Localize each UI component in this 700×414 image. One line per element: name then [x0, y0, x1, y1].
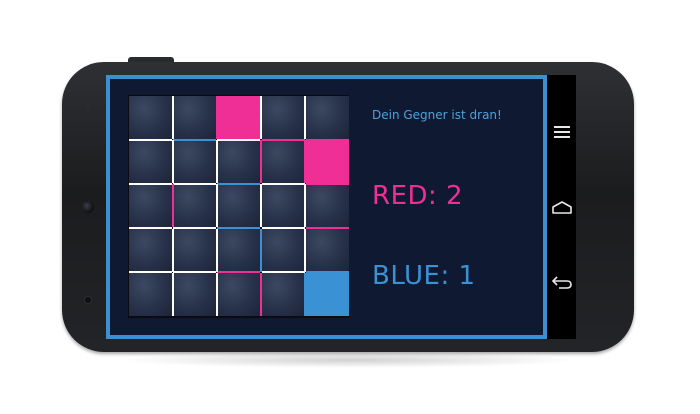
board-cell-red[interactable] [217, 96, 261, 139]
front-camera [82, 201, 94, 213]
board-cell[interactable] [217, 272, 261, 316]
horizontal-edge-white[interactable] [173, 227, 217, 230]
horizontal-edge-white[interactable] [261, 227, 305, 230]
board-cell[interactable] [261, 184, 305, 228]
board-cell[interactable] [261, 96, 305, 139]
horizontal-edge-white[interactable] [129, 227, 172, 230]
light-sensor [86, 105, 90, 109]
horizontal-edge-blue[interactable] [217, 227, 261, 230]
vertical-edge-white[interactable] [304, 184, 307, 228]
vertical-edge-white[interactable] [304, 96, 307, 139]
horizontal-edge-blue[interactable] [217, 182, 261, 185]
board-cell[interactable] [173, 184, 217, 228]
board-cell[interactable] [305, 184, 349, 228]
board-cell[interactable] [173, 140, 217, 184]
board-cell[interactable] [129, 96, 172, 139]
vertical-edge-white[interactable] [171, 96, 174, 139]
navigation-bar [547, 75, 576, 339]
vertical-edge-white[interactable] [171, 140, 174, 184]
vertical-edge-red[interactable] [304, 140, 307, 184]
horizontal-edge-white[interactable] [173, 271, 217, 274]
vertical-edge-white[interactable] [171, 272, 174, 316]
horizontal-edge-white[interactable] [129, 182, 172, 185]
board-cell[interactable] [305, 96, 349, 139]
board-cell-blue[interactable] [305, 272, 349, 316]
horizontal-edge-white[interactable] [217, 138, 261, 141]
board-cell[interactable] [261, 228, 305, 272]
vertical-edge-red[interactable] [171, 184, 174, 228]
horizontal-edge-blue[interactable] [173, 138, 217, 141]
board-cell[interactable] [129, 184, 172, 228]
menu-icon [553, 126, 570, 138]
horizontal-edge-white[interactable] [261, 182, 305, 185]
vertical-edge-white[interactable] [260, 96, 263, 139]
turn-status: Dein Gegner ist dran! [372, 108, 502, 122]
vertical-edge-white[interactable] [215, 140, 218, 184]
home-button[interactable] [547, 193, 576, 223]
horizontal-edge-white[interactable] [129, 138, 172, 141]
vertical-edge-red[interactable] [260, 272, 263, 316]
menu-button[interactable] [547, 117, 576, 147]
horizontal-edge-blue[interactable] [305, 271, 349, 274]
red-score: RED: 2 [372, 181, 464, 211]
vertical-edge-red[interactable] [215, 96, 218, 139]
board-cell[interactable] [129, 228, 172, 272]
vertical-edge-blue[interactable] [304, 272, 307, 316]
vertical-edge-white[interactable] [215, 228, 218, 272]
horizontal-edge-red[interactable] [217, 271, 261, 274]
vertical-edge-blue[interactable] [260, 228, 263, 272]
vertical-edge-white[interactable] [304, 228, 307, 272]
board-cell-red[interactable] [305, 140, 349, 184]
horizontal-edge-red[interactable] [305, 227, 349, 230]
vertical-edge-white[interactable] [215, 184, 218, 228]
board-cell[interactable] [217, 140, 261, 184]
board-cell[interactable] [129, 272, 172, 316]
board-cell[interactable] [173, 96, 217, 139]
microphone-dot [85, 297, 91, 303]
vertical-edge-white[interactable] [171, 228, 174, 272]
board-cell[interactable] [261, 140, 305, 184]
board-cell[interactable] [173, 272, 217, 316]
vertical-edge-white[interactable] [260, 184, 263, 228]
board-cell[interactable] [305, 228, 349, 272]
board-cell[interactable] [217, 184, 261, 228]
horizontal-edge-red[interactable] [261, 138, 305, 141]
board-cell[interactable] [173, 228, 217, 272]
vertical-edge-white[interactable] [215, 272, 218, 316]
back-icon [551, 276, 572, 289]
home-icon [551, 201, 572, 214]
back-button[interactable] [547, 267, 576, 297]
vertical-edge-red[interactable] [260, 140, 263, 184]
board-cell[interactable] [217, 228, 261, 272]
power-button [128, 57, 174, 63]
game-board [128, 95, 349, 318]
horizontal-edge-red[interactable] [305, 182, 349, 185]
horizontal-edge-red[interactable] [305, 138, 349, 141]
blue-score: BLUE: 1 [372, 261, 476, 291]
device-shadow [120, 352, 580, 368]
horizontal-edge-white[interactable] [173, 182, 217, 185]
horizontal-edge-white[interactable] [129, 271, 172, 274]
horizontal-edge-white[interactable] [261, 271, 305, 274]
board-cell[interactable] [129, 140, 172, 184]
board-cell[interactable] [261, 272, 305, 316]
